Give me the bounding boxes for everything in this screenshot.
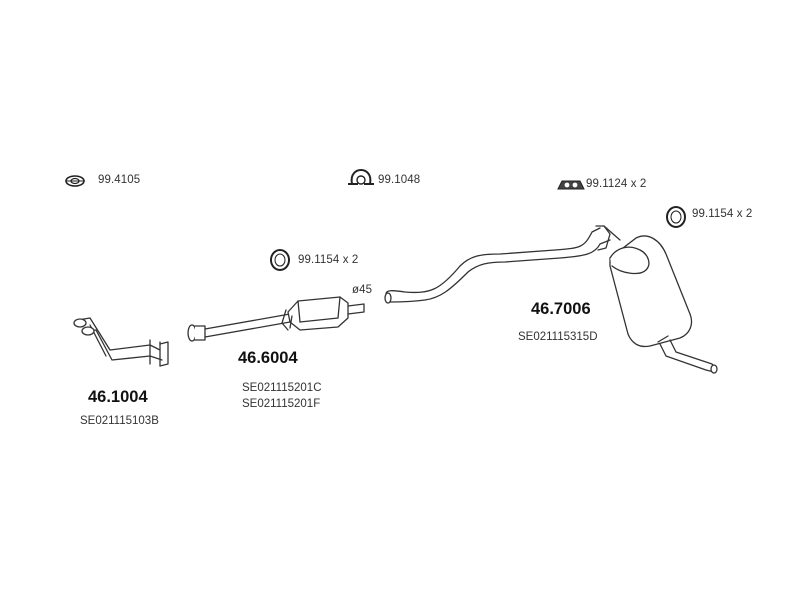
ring-middle-ref-label: 99.1154 x 2 <box>298 254 359 266</box>
ring-icon <box>666 206 686 228</box>
ring-top-right-ref-label: 99.1154 x 2 <box>692 208 753 220</box>
middle-silencer-code-2: SE021115201F <box>242 398 321 410</box>
front-pipe-part-number: 46.1004 <box>88 388 148 406</box>
middle-silencer-part-number: 46.6004 <box>238 349 298 367</box>
diameter-label: ø45 <box>352 284 373 296</box>
front-pipe-drawing <box>73 317 169 367</box>
clamp-icon <box>348 168 374 185</box>
rear-silencer-code: SE021115315D <box>518 331 598 343</box>
middle-silencer-code-1: SE021115201C <box>242 382 322 394</box>
gasket-icon <box>65 175 85 187</box>
clamp-ref-label: 99.1048 <box>378 174 421 186</box>
rear-silencer-part-number: 46.7006 <box>531 300 591 318</box>
front-pipe-code: SE021115103B <box>80 415 159 427</box>
hanger-bracket-ref-label: 99.1124 x 2 <box>586 178 647 190</box>
middle-silencer-drawing <box>187 296 365 342</box>
rear-silencer-drawing <box>384 225 718 374</box>
gasket-ref-label: 99.4105 <box>98 174 141 186</box>
hanger-bracket-icon <box>557 180 585 190</box>
ring-icon <box>270 249 290 271</box>
